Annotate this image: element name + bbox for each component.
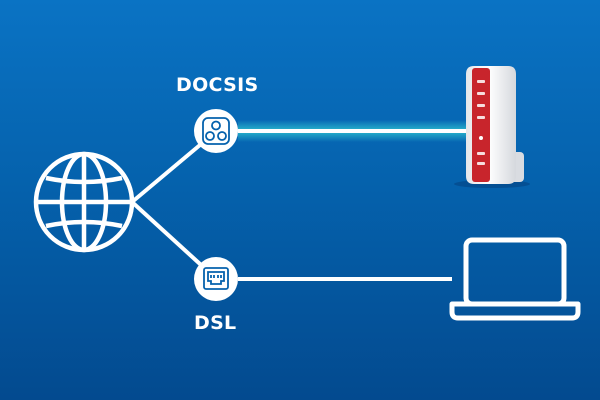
coax-connector-icon bbox=[202, 117, 230, 145]
docsis-node bbox=[194, 109, 238, 153]
docsis-label: DOCSIS bbox=[176, 74, 259, 96]
ethernet-port-icon bbox=[203, 267, 229, 290]
dsl-label: DSL bbox=[194, 312, 237, 334]
branch-lines bbox=[130, 143, 202, 266]
dsl-node bbox=[194, 257, 238, 301]
docsis-line bbox=[238, 120, 466, 142]
globe-icon bbox=[33, 151, 135, 253]
router-icon bbox=[454, 66, 530, 188]
laptop-icon bbox=[449, 237, 581, 321]
